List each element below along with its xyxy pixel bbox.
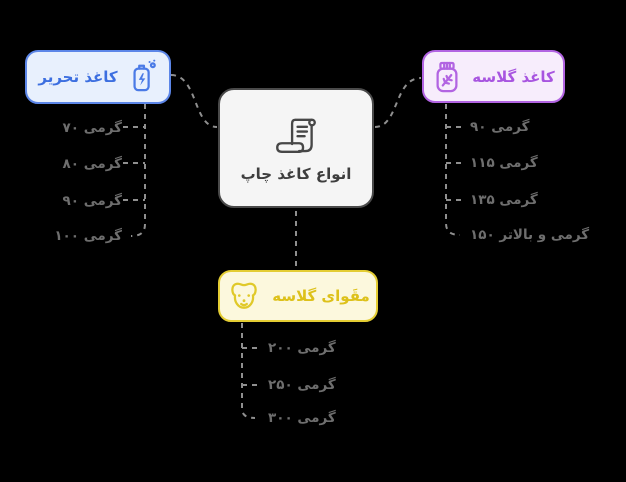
battery-charging-icon	[128, 58, 158, 96]
item-glasse-115-gsm[interactable]: ۱۱۵ گرمی	[470, 155, 538, 171]
item-tahrir-100-gsm[interactable]: ۱۰۰ گرمی	[54, 228, 122, 244]
branch-tahrir-label: کاغذ تحریر	[38, 68, 118, 86]
central-node-paper-types[interactable]: انواع کاغذ چاپ	[218, 88, 374, 208]
branch-node-tahrir-paper[interactable]: کاغذ تحریر	[25, 50, 171, 104]
branch-node-glasse-paper[interactable]: کاغذ گلاسه	[422, 50, 565, 103]
item-moghavva-250-gsm[interactable]: ۲۵۰ گرمی	[268, 377, 336, 393]
item-glasse-150-gsm-and-up[interactable]: ۱۵۰ گرمی و بالاتر	[470, 227, 590, 243]
branch-node-moghavva-glasse[interactable]: مقَوای گلاسه	[218, 270, 378, 322]
branch-glasse-label: کاغذ گلاسه	[472, 67, 555, 86]
item-glasse-135-gsm[interactable]: ۱۳۵ گرمی	[470, 192, 538, 208]
item-tahrir-70-gsm[interactable]: ۷۰ گرمی	[62, 120, 122, 136]
item-moghavva-200-gsm[interactable]: ۲۰۰ گرمی	[268, 340, 336, 356]
dog-face-icon	[226, 280, 262, 312]
central-node-label: انواع کاغذ چاپ	[240, 164, 352, 183]
item-glasse-90-gsm[interactable]: ۹۰ گرمی	[470, 119, 530, 135]
item-moghavva-300-gsm[interactable]: ۳۰۰ گرمی	[268, 410, 336, 426]
branch-moghavva-label: مقَوای گلاسه	[272, 287, 370, 305]
paper-scroll-icon	[271, 114, 321, 160]
item-tahrir-90-gsm[interactable]: ۹۰ گرمی	[62, 193, 122, 209]
item-tahrir-80-gsm[interactable]: ۸۰ گرمی	[62, 156, 122, 172]
jar-herb-icon	[432, 60, 462, 94]
